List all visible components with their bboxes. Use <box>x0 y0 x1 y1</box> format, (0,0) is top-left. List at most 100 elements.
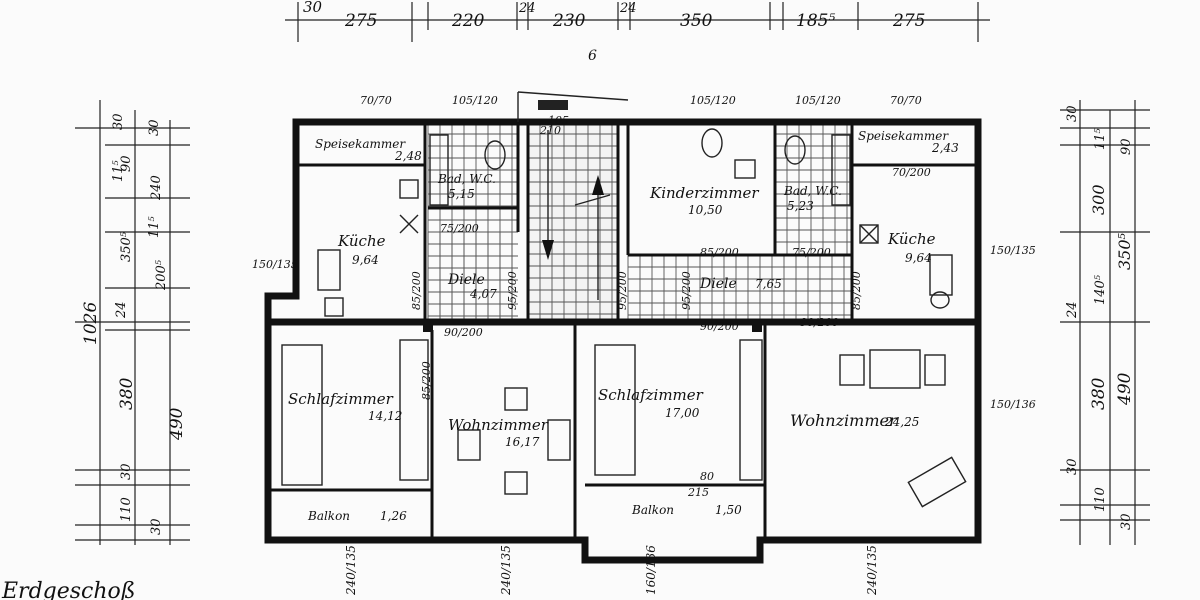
left-dim-8: 24 <box>114 301 129 319</box>
left-dim-12: 30 <box>119 463 134 480</box>
door-dim-11: 90/200 <box>800 316 839 329</box>
room-balkon-right-area: 1,50 <box>715 503 742 517</box>
bathtub-left <box>429 134 449 206</box>
stairwell-grid <box>528 122 618 322</box>
right-dim-11: 30 <box>1119 513 1134 530</box>
bathtub-right <box>831 134 851 206</box>
room-diele-left-name: Diele <box>447 272 485 288</box>
room-kueche-left-area: 9,64 <box>352 253 379 267</box>
left-dim-1: 90 <box>119 155 134 172</box>
top-dim-6: 350 <box>680 11 713 31</box>
bed-left <box>281 344 323 486</box>
room-kinder-area: 10,50 <box>688 203 723 217</box>
room-speis-left-name: Speisekammer <box>315 137 406 151</box>
room-bad-right-area: 5,23 <box>787 199 814 213</box>
room-bad-left-name: Bad, W.C. <box>437 172 496 186</box>
dining-table-right <box>869 349 921 389</box>
door-dim-0: 70/200 <box>892 166 931 179</box>
door-dim-7: 95/200 <box>680 271 693 310</box>
room-diele-left-area: 4,07 <box>469 287 497 301</box>
left-dim-5: 350⁵ <box>119 231 134 262</box>
stair-arrows <box>517 91 629 300</box>
left-dim-2: 30 <box>147 119 162 136</box>
sofa-right <box>907 456 967 508</box>
top-dim-7: 185⁵ <box>796 11 835 31</box>
window-dim-5: 160/136 <box>644 545 658 595</box>
room-wohn-left-area: 16,17 <box>505 435 540 449</box>
door-dim-4: 85/200 <box>410 271 423 310</box>
left-dim-7: 200⁵ <box>154 259 169 291</box>
right-dim-3: 300 <box>1089 184 1108 215</box>
room-schlaf-left-area: 14,12 <box>368 409 402 423</box>
left-dim-6: 11⁵ <box>147 215 162 238</box>
left-dimension-chains: 30 90 30 11⁵ 240 350⁵ 11⁵ 200⁵ 24 1026 3… <box>75 100 190 545</box>
door-dim-12: 85/200 <box>420 361 433 400</box>
door-dim-10: 90/200 <box>700 320 739 333</box>
door-dim-9: 90/200 <box>444 326 483 339</box>
top-small-0: 6 <box>588 48 597 64</box>
window-dim-2: 150/136 <box>990 398 1036 411</box>
door-dim-3: 75/200 <box>792 246 831 259</box>
top-dim-4: 230 <box>552 11 586 31</box>
wall-label-0: 70/70 <box>360 94 392 107</box>
toilet-left <box>484 140 506 170</box>
right-dim-5: 24 <box>1065 301 1080 319</box>
left-dim-9: 1026 <box>81 302 101 345</box>
left-dim-4: 240 <box>149 175 164 201</box>
left-dim-14: 30 <box>149 518 164 535</box>
wall-label-1: 105/120 <box>452 94 498 107</box>
room-kueche-right-area: 9,64 <box>905 251 932 265</box>
door-dim-2: 85/200 <box>700 246 739 259</box>
room-kinder-name: Kinderzimmer <box>649 184 759 202</box>
wall-label-4: 70/70 <box>890 94 922 107</box>
right-dim-4: 350⁵ <box>1115 232 1134 270</box>
window-dim-6: 240/135 <box>865 545 879 596</box>
right-dim-2: 90 <box>1119 138 1134 155</box>
room-diele-right-area: 7,65 <box>755 277 782 291</box>
window-dim-4: 240/135 <box>499 545 513 596</box>
right-dim-10: 110 <box>1093 487 1108 512</box>
left-dim-11: 490 <box>167 407 187 441</box>
room-speis-right-name: Speisekammer <box>858 129 949 143</box>
room-balkon-right-name: Balkon <box>631 503 674 517</box>
right-dimension-chains: 30 11⁵ 90 300 350⁵ 24 140⁵ 380 490 30 11… <box>1060 100 1150 545</box>
room-diele-right-name: Diele <box>699 276 737 292</box>
window-dim-3: 240/135 <box>344 545 358 596</box>
door-dim-6: 95/200 <box>616 271 629 310</box>
room-kueche-right-name: Küche <box>887 230 936 248</box>
right-dim-7: 380 <box>1089 377 1109 410</box>
room-wohn-left-name: Wohnzimmer <box>448 416 549 434</box>
top-dim-1: 275 <box>344 11 377 31</box>
exterior-walls <box>264 118 982 564</box>
room-speis-right-area: 2,43 <box>931 141 959 155</box>
top-dim-3: 24 <box>518 1 536 16</box>
opening-annotations: 70/70 105/120 105/120 105/120 70/70 6 10… <box>252 48 1036 596</box>
door-dim-8: 85/200 <box>850 271 863 310</box>
top-small-2: 210 <box>539 124 561 137</box>
top-dim-8: 275 <box>892 11 925 31</box>
door-dim-5: 95/200 <box>506 271 519 310</box>
room-schlaf-left-name: Schlafzimmer <box>288 390 394 408</box>
wall-label-2: 105/120 <box>690 94 736 107</box>
right-dim-1: 11⁵ <box>1093 127 1108 150</box>
fixtures <box>281 128 967 508</box>
room-labels: Speisekammer 2,48 Bad, W.C. 5,15 Küche 9… <box>288 129 959 523</box>
floor-title: Erdgeschoß <box>1 579 135 600</box>
bed-right <box>594 344 636 476</box>
room-kueche-left-name: Küche <box>337 232 386 250</box>
right-dim-9: 30 <box>1065 458 1080 475</box>
stove-left <box>317 249 341 291</box>
right-dim-8: 490 <box>1115 372 1135 406</box>
room-balkon-left-area: 1,26 <box>380 509 407 523</box>
toilet-right <box>784 135 806 165</box>
right-dim-0: 30 <box>1065 105 1080 122</box>
top-small-1: 105 <box>548 114 569 127</box>
left-dim-3: 11⁵ <box>111 159 126 182</box>
window-dim-0: 150/135 <box>252 258 298 271</box>
interior-walls <box>264 122 982 540</box>
room-wohn-right-name: Wohnzimmer <box>790 411 898 430</box>
top-dim-0: 30 <box>303 0 323 16</box>
room-schlaf-right-area: 17,00 <box>665 406 700 420</box>
right-dim-6: 140⁵ <box>1093 274 1108 305</box>
